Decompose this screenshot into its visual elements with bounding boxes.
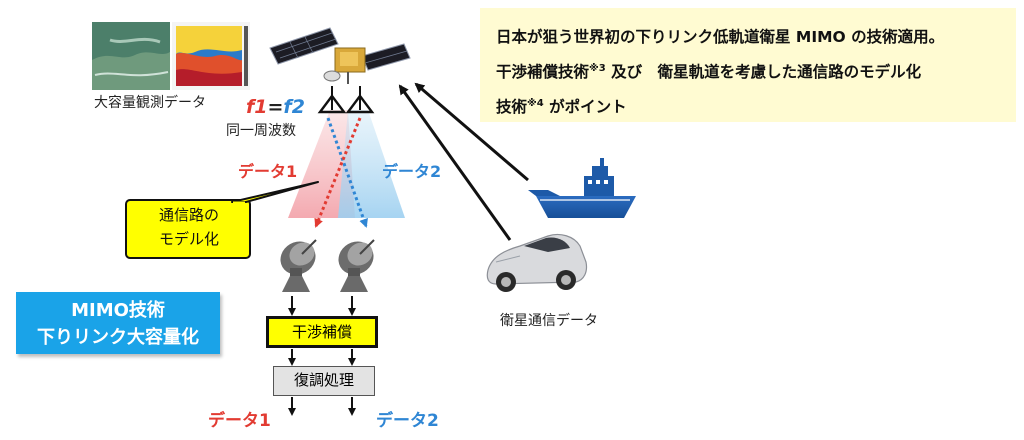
ground-dish-2 (338, 239, 375, 292)
observation-image-heatmap (172, 22, 250, 90)
output-data1-label: データ1 (208, 411, 271, 431)
satellite-antenna-1 (317, 86, 347, 114)
satellite-comm-data-label: 衛星通信データ (500, 313, 598, 329)
observation-image-satellite-photo (92, 22, 170, 90)
beam-data1 (288, 110, 355, 218)
observation-data-label: 大容量観測データ (94, 95, 206, 111)
data2-beam-label: データ2 (382, 162, 442, 181)
note-line-3b: がポイント (543, 98, 627, 116)
note-line-2: 干渉補償技術※3 及び 衛星軌道を考慮した通信路のモデル化 (496, 53, 1000, 88)
equals-sign: = (267, 96, 284, 118)
output-data2-label: データ2 (376, 411, 439, 431)
mimo-line-1: MIMO技術 (71, 300, 165, 321)
same-frequency-label: 同一周波数 (226, 123, 296, 139)
mimo-badge: MIMO技術 下りリンク大容量化 (16, 292, 220, 354)
interference-compensation-box: 干渉補償 (266, 316, 378, 348)
note-ref-4: ※4 (527, 98, 544, 109)
beam-data2 (338, 110, 405, 218)
mimo-line-2: 下りリンク大容量化 (37, 327, 199, 348)
satellite-antenna-2 (345, 86, 375, 114)
note-line-3: 技術※4 がポイント (496, 88, 1000, 123)
note-ref-3: ※3 (589, 63, 606, 74)
data1-beam-label: データ1 (238, 162, 298, 181)
channel-model-callout (125, 181, 319, 259)
signal-path-data2 (326, 117, 368, 228)
note-line-2b: 及び 衛星軌道を考慮した通信路のモデル化 (605, 63, 922, 81)
frequency-equation: f1=f2 (246, 96, 305, 118)
channel-model-line-1: 通信路の (158, 206, 219, 224)
arrow-car-to-satellite (398, 84, 512, 241)
note-line-3a: 技術 (496, 98, 528, 116)
note-line-2a: 干渉補償技術 (496, 63, 590, 81)
ground-dish-1 (280, 239, 317, 292)
signal-path-data1 (314, 117, 362, 228)
arrow-ship-to-satellite (414, 82, 529, 182)
ship-icon (528, 158, 636, 218)
satellite-icon (269, 27, 411, 84)
f2-label: f2 (283, 96, 305, 118)
demodulation-box: 復調処理 (273, 366, 375, 396)
note-line-1: 日本が狙う世界初の下りリンク低軌道衛星 MIMO の技術適用。 (496, 28, 945, 46)
f1-label: f1 (246, 96, 268, 118)
channel-model-text: 通信路の モデル化 (130, 203, 248, 255)
channel-model-line-2: モデル化 (158, 230, 219, 248)
key-point-note: 日本が狙う世界初の下りリンク低軌道衛星 MIMO の技術適用。 干渉補償技術※3… (480, 8, 1016, 122)
car-icon (486, 233, 588, 292)
